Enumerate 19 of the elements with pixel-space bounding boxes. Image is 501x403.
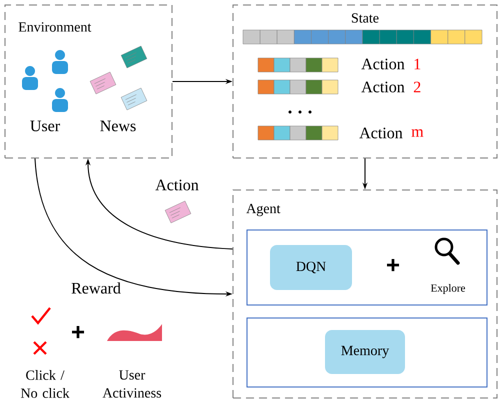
edge-label: Reward bbox=[72, 282, 121, 294]
plus-sign: + bbox=[387, 258, 400, 272]
label-text: Click / No click bbox=[20, 370, 70, 398]
edge-label: Action bbox=[155, 180, 199, 190]
panel-box bbox=[246, 230, 488, 306]
label-text: Action bbox=[361, 82, 405, 92]
label-text: User Activiness bbox=[102, 370, 162, 398]
label-text: 1 bbox=[414, 58, 420, 70]
panel-box bbox=[246, 318, 488, 388]
node-label: User bbox=[30, 120, 60, 132]
node-label: News bbox=[100, 120, 136, 132]
module-box: DQN bbox=[270, 245, 352, 290]
module-box: Memory bbox=[325, 330, 405, 374]
label-text: 2 bbox=[414, 82, 420, 92]
label-text: Action bbox=[359, 128, 403, 138]
plus-sign: + bbox=[72, 326, 84, 338]
label-text: Action bbox=[361, 58, 405, 70]
label-text: m bbox=[412, 129, 424, 137]
icon-caption: Explore bbox=[430, 284, 466, 294]
